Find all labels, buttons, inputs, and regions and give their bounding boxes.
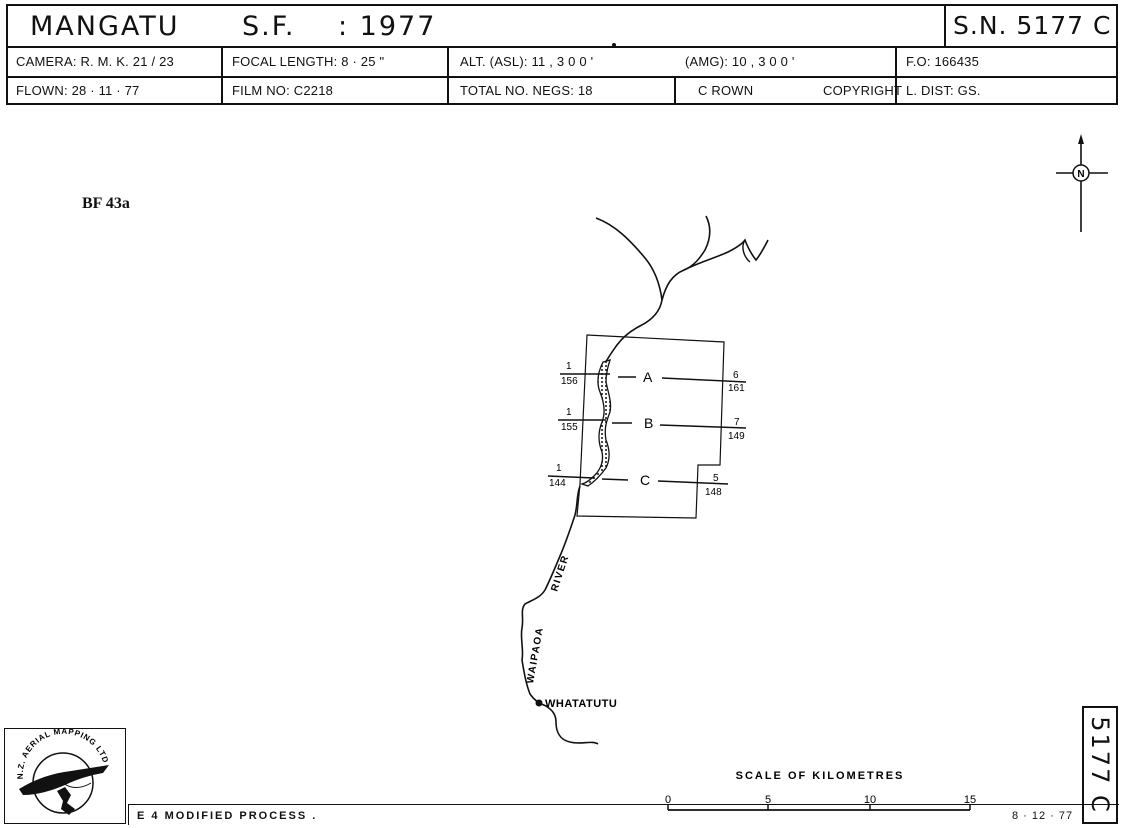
- run-b-label: B: [644, 415, 653, 431]
- run-c-right-segment: [657, 480, 729, 485]
- run-a-end-bottom: 161: [728, 383, 745, 394]
- header-table: MANGATU S.F. : 1977 S.N. 5177 C CAMERA: …: [6, 4, 1118, 105]
- town-label: WHATATUTU: [545, 698, 617, 710]
- river-lower: [520, 485, 599, 745]
- altitude-amg-field: (AMG): 10 , 3 0 0 ': [685, 54, 795, 69]
- run-c-start-top: 1: [556, 463, 562, 474]
- river-branch-stub: [742, 239, 751, 263]
- header-rule-1: [8, 46, 1116, 48]
- plot-date: 8 · 12 · 77: [1012, 810, 1074, 822]
- scale-label-0: 0: [665, 794, 671, 806]
- title-place: MANGATU: [30, 11, 180, 42]
- run-c-left-segment: [547, 475, 595, 479]
- header-divider-2: [447, 46, 449, 103]
- process-note: E 4 MODIFIED PROCESS .: [137, 810, 318, 822]
- run-b-right-segment: [659, 424, 747, 429]
- header-dot: [612, 43, 616, 47]
- river-branch-northeast: [683, 238, 769, 271]
- logo-box: N.Z. AERIAL MAPPING LTD: [4, 727, 126, 824]
- sheet-number: S.N. 5177 C: [953, 11, 1112, 40]
- north-circle: [1072, 164, 1090, 182]
- run-c-end-top: 5: [713, 473, 719, 484]
- header-divider-sn: [944, 6, 946, 46]
- north-arrow: N: [1056, 134, 1108, 232]
- run-c-start-bottom: 144: [549, 478, 566, 489]
- scale-label-10: 10: [864, 794, 876, 806]
- title-year: : 1977: [338, 11, 437, 42]
- scale-label-5: 5: [765, 794, 771, 806]
- river-upper-main: [595, 217, 663, 369]
- run-a-start-top: 1: [566, 361, 572, 372]
- altitude-asl-field: ALT. (ASL): 11 , 3 0 0 ': [460, 54, 594, 69]
- run-c-dash: [601, 478, 629, 481]
- town-marker: [535, 699, 543, 707]
- logo-nz-map: [57, 787, 75, 815]
- vertical-id-box: 5177 C: [1082, 706, 1118, 824]
- scale-bar: SCALE OF KILOMETRES 0 5 10 15: [665, 770, 976, 811]
- title-sf: S.F.: [242, 11, 296, 42]
- vertical-sheet-id: 5177 C: [1086, 716, 1114, 814]
- river-name-label: WAIPAOA: [525, 626, 546, 685]
- run-a-right-segment: [661, 377, 747, 383]
- land-district-field: L. DIST: GS.: [906, 83, 981, 98]
- fo-field: F.O: 166435: [906, 54, 980, 69]
- copyright-text: COPYRIGHT: [823, 83, 903, 98]
- run-c-end-bottom: 148: [705, 487, 722, 498]
- logo-wing: [19, 765, 109, 795]
- run-c-label: C: [640, 472, 650, 488]
- scale-label-15: 15: [964, 794, 976, 806]
- header-divider-1: [221, 46, 223, 103]
- reference-label: BF 43a: [82, 195, 130, 212]
- river-stippled-band: [579, 359, 612, 487]
- focal-length-field: FOCAL LENGTH: 8 · 25 ": [232, 54, 385, 69]
- north-arrow-head: [1078, 134, 1084, 144]
- run-b-start-bottom: 155: [561, 422, 578, 433]
- header-divider-3: [674, 76, 676, 103]
- run-a-start-bottom: 156: [561, 376, 578, 387]
- footer-band: [128, 804, 1119, 825]
- run-a-label: A: [643, 369, 653, 385]
- river-branch-north: [661, 215, 711, 301]
- header-divider-4: [895, 46, 897, 103]
- header-rule-2: [8, 76, 1116, 78]
- run-b-end-top: 7: [734, 417, 740, 428]
- film-number-field: FILM NO: C2218: [232, 83, 334, 98]
- flown-field: FLOWN: 28 · 11 · 77: [16, 83, 140, 98]
- total-negatives-field: TOTAL NO. NEGS: 18: [460, 83, 593, 98]
- run-b-start-top: 1: [566, 407, 572, 418]
- scale-title: SCALE OF KILOMETRES: [736, 770, 905, 782]
- camera-field: CAMERA: R. M. K. 21 / 23: [16, 54, 174, 69]
- aerial-mapping-logo: N.Z. AERIAL MAPPING LTD: [16, 727, 110, 815]
- run-b-end-bottom: 149: [728, 431, 745, 442]
- crown-text: C ROWN: [698, 83, 754, 98]
- north-letter: N: [1077, 169, 1084, 180]
- run-a-end-top: 6: [733, 370, 739, 381]
